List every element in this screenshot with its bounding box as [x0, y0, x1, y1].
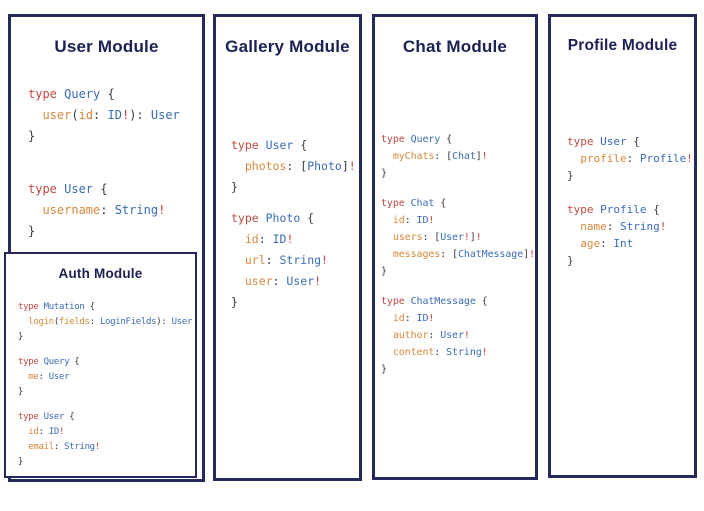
user-module-panel: User Module type Query { user(id: ID!): …	[4, 14, 205, 482]
gallery-module-code-block: type User { photos: [Photo]!}type Photo …	[231, 138, 356, 309]
user-module-title: User Module	[54, 37, 159, 56]
profile-module-panel: Profile Module type User { profile: Prof…	[548, 14, 697, 478]
chat-module-panel: Chat Module type Query { myChats: [Chat]…	[372, 14, 538, 480]
auth-module-code-block: type Mutation { login(fields: LoginField…	[18, 302, 193, 467]
profile-module-title: Profile Module	[567, 37, 678, 54]
auth-module-panel: Auth Module type Mutation { login(fields…	[4, 252, 197, 478]
profile-module-code-block: type User { profile: Profile!}type Profi…	[567, 135, 693, 267]
user-module-code-block: type Query { user(id: ID!): User}type Us…	[28, 87, 180, 238]
chat-module-code-block: type Query { myChats: [Chat]!}type Chat …	[381, 134, 535, 375]
gallery-module-title: Gallery Module	[225, 37, 350, 56]
gallery-module-panel: Gallery Module type User { photos: [Phot…	[213, 14, 362, 481]
auth-module-title: Auth Module	[58, 266, 143, 281]
chat-module-title: Chat Module	[402, 37, 508, 56]
